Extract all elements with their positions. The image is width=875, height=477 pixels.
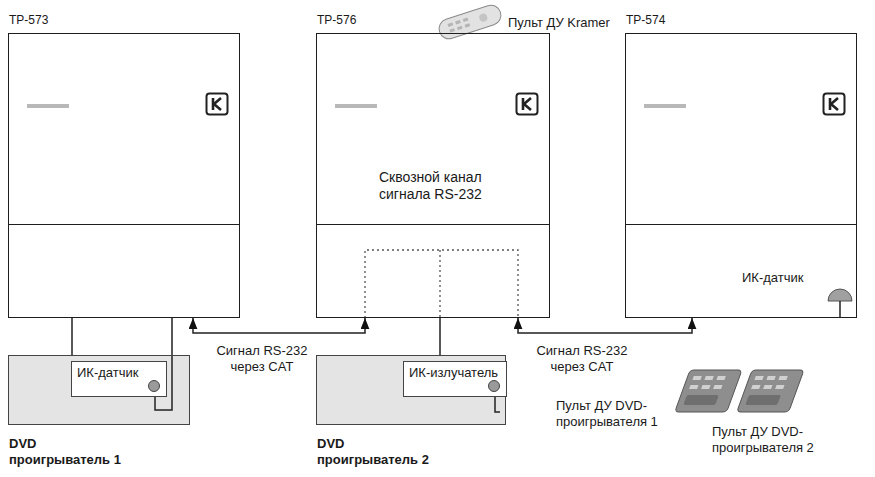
- panel-divider: [626, 224, 856, 225]
- ir-port-label: ИК-излучатель: [403, 361, 507, 397]
- remote-button: [778, 376, 787, 380]
- ir-element-dot: [488, 380, 500, 392]
- kramer-remote: [436, 3, 503, 42]
- remote-label: Пульт ДУ DVD-проигрывателя 2: [712, 424, 820, 455]
- transmitter-box: TP-574: [625, 33, 857, 318]
- remote-button: [716, 376, 725, 380]
- ir-sensor-dome: [828, 289, 852, 301]
- remote-button: [704, 376, 713, 380]
- logo-frame: [207, 94, 228, 115]
- dvd-remote: [737, 370, 804, 412]
- device-model: TP-576: [317, 13, 356, 27]
- sensor-label: ИК-датчик: [742, 270, 803, 286]
- device-name: DVD проигрыватель 2: [317, 436, 435, 467]
- signal-label: Сигнал RS-232 через CAT: [210, 343, 314, 374]
- port-name: ИК-излучатель: [409, 365, 498, 381]
- kramer-logo: [205, 92, 229, 116]
- cat-cable: [193, 318, 365, 333]
- channel-note: Сквозной канал сигнала RS-232: [379, 169, 511, 203]
- logo-scribble: [644, 104, 686, 108]
- dvd-player: DVD проигрыватель 2ИК-излучатель: [316, 355, 506, 425]
- remote-body: [436, 3, 503, 42]
- remote-pad: [745, 395, 781, 405]
- control-wire: [71, 318, 73, 355]
- remote-body: [737, 370, 804, 412]
- remote-button: [751, 385, 760, 389]
- player-body-fill: [316, 355, 506, 425]
- remote-button: [449, 28, 455, 32]
- remote-button: [763, 385, 772, 389]
- remote-button: [457, 26, 463, 30]
- kramer-logo: [822, 92, 846, 116]
- player-body-fill: [8, 355, 190, 425]
- remote-button: [689, 385, 698, 389]
- remote-pad: [683, 395, 719, 405]
- remote-button: [713, 385, 722, 389]
- logo-scribble: [27, 104, 69, 108]
- remote-button: [701, 385, 710, 389]
- emitter-wire: [495, 397, 500, 412]
- remote-button: [692, 376, 701, 380]
- logo-frame: [824, 94, 845, 115]
- remote-button: [448, 22, 454, 26]
- logo-mark: [830, 98, 838, 110]
- sensor-wire: [839, 301, 841, 318]
- remote-label: Пульт ДУ DVD-проигрывателя 1: [556, 398, 664, 429]
- remote-button: [463, 18, 469, 22]
- device-model: TP-573: [9, 13, 48, 27]
- ir-port-label: ИК-датчик: [71, 361, 167, 397]
- remote-button: [766, 376, 775, 380]
- logo-mark: [523, 98, 531, 110]
- control-wire: [439, 318, 441, 355]
- logo-frame: [517, 94, 538, 115]
- panel-divider: [9, 224, 239, 225]
- transmitter-box: TP-573: [8, 33, 240, 318]
- remote-button: [455, 20, 461, 24]
- kramer-logo: [515, 92, 539, 116]
- ir-element-dot: [148, 380, 160, 392]
- remote-button: [478, 13, 488, 23]
- dvd-player: DVD проигрыватель 1ИК-датчик: [8, 355, 190, 425]
- device-model: TP-574: [626, 13, 665, 27]
- receiver-box: TP-576Сквозной канал сигнала RS-232: [316, 33, 550, 318]
- remote-button: [754, 376, 763, 380]
- remote-button: [775, 385, 784, 389]
- logo-mark: [213, 98, 221, 110]
- panel-divider: [317, 224, 549, 225]
- dvd-remote: [675, 370, 742, 412]
- cat-cable: [518, 318, 692, 333]
- device-name: DVD проигрыватель 1: [9, 436, 127, 467]
- remote-body: [675, 370, 742, 412]
- remote-button: [465, 23, 471, 27]
- remote-label: Пульт ДУ Kramer: [508, 15, 610, 31]
- logo-scribble: [335, 104, 377, 108]
- passthrough-line: [439, 250, 440, 318]
- signal-label: Сигнал RS-232 через CAT: [530, 343, 634, 374]
- port-name: ИК-датчик: [77, 365, 138, 381]
- passthrough-line: [365, 250, 518, 318]
